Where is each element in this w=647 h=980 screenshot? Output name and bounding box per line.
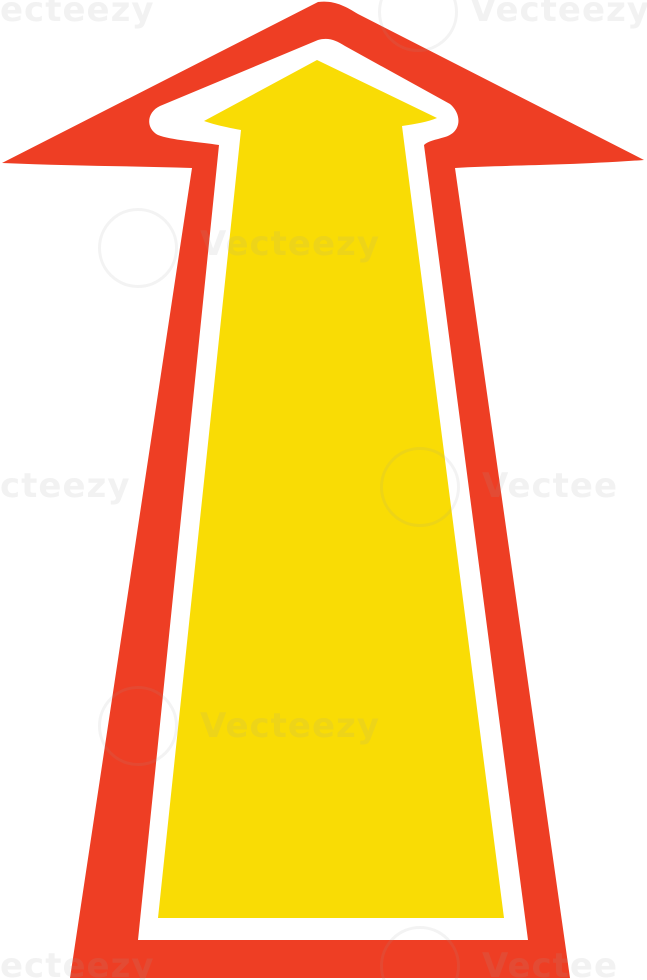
arrow-fill: [158, 60, 504, 918]
